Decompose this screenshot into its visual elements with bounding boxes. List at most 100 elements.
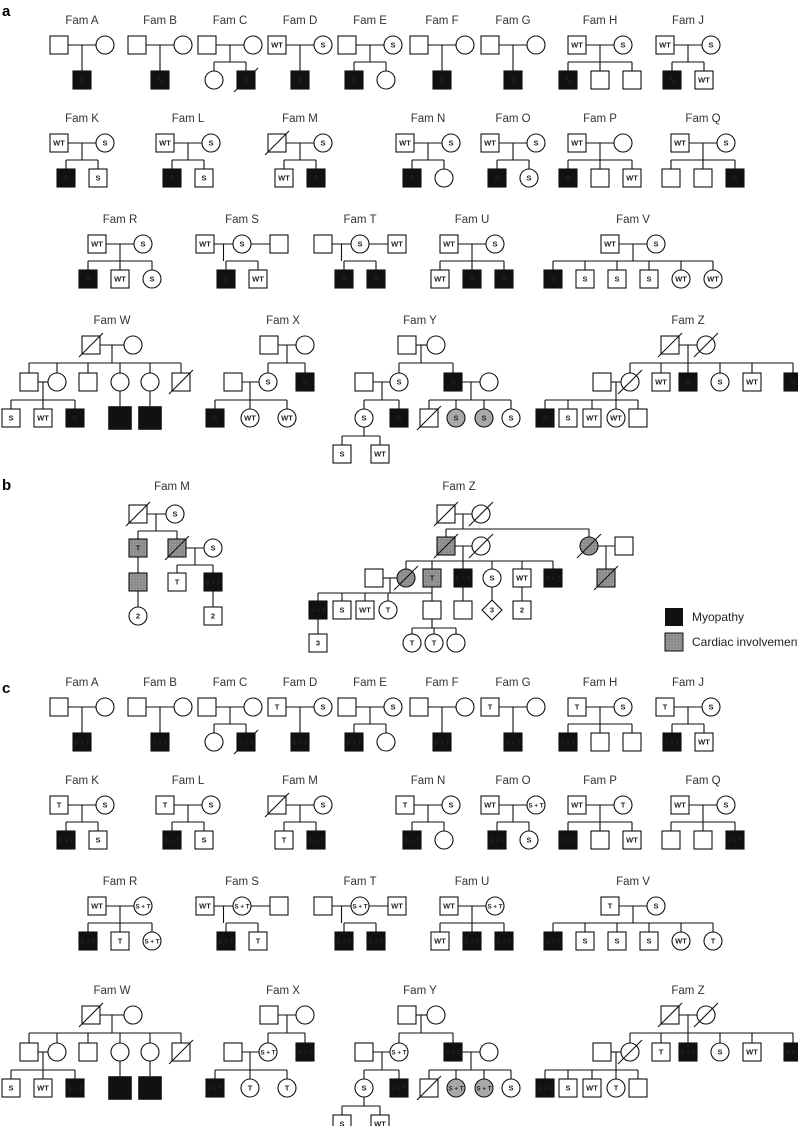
genotype-label: S + T	[392, 1050, 407, 1057]
genotype-label: S	[373, 275, 378, 284]
panel-label-c: c	[2, 680, 10, 697]
genotype-label: T	[256, 937, 261, 946]
family-label: Fam M	[282, 113, 318, 125]
family-label: Fam W	[93, 985, 130, 997]
family-label: Fam J	[672, 15, 704, 27]
genotype-label: S	[565, 174, 570, 183]
male-symbol	[661, 168, 681, 188]
genotype-label: S + T	[136, 904, 151, 911]
genotype-label: S	[732, 174, 737, 183]
female-symbol	[613, 795, 633, 815]
genotype-label: S	[717, 378, 722, 387]
genotype-label: S	[390, 703, 395, 712]
male-symbol	[622, 830, 642, 850]
female-symbol	[526, 795, 546, 815]
female-symbol	[240, 408, 260, 428]
genotype-label: WT	[484, 139, 496, 148]
male-symbol	[337, 697, 357, 717]
genotype-label: WT	[391, 902, 403, 911]
genotype-label: S + T	[497, 939, 512, 946]
genotype-label: S	[320, 801, 325, 810]
genotype-label: WT	[571, 139, 583, 148]
male-symbol	[430, 931, 450, 951]
female-symbol	[232, 234, 252, 254]
genotype-label: S	[646, 275, 651, 284]
genotype-label: WT	[374, 450, 386, 459]
genotype-label: S	[140, 240, 145, 249]
genotype-label: S + T	[235, 904, 250, 911]
genotype-label: T	[663, 703, 668, 712]
male-symbol	[480, 35, 500, 55]
male-symbol	[49, 35, 69, 55]
male-symbol	[332, 444, 352, 464]
connector-line	[468, 501, 494, 527]
male-symbol	[56, 168, 76, 188]
family-label: Fam O	[495, 113, 530, 125]
female-symbol	[47, 1042, 67, 1062]
family-label: Fam Q	[685, 113, 720, 125]
male-symbol	[49, 697, 69, 717]
genotype-label: S	[469, 275, 474, 284]
male-symbol	[592, 1042, 612, 1062]
female-symbol	[277, 408, 297, 428]
genotype-label: S	[208, 139, 213, 148]
family-label: Fam D	[283, 15, 318, 27]
genotype-label: S + T	[392, 1086, 407, 1093]
genotype-label: S	[8, 414, 13, 423]
female-symbol	[441, 795, 461, 815]
female-symbol	[95, 697, 115, 717]
genotype-label: S	[439, 76, 444, 85]
genotype-label: S	[339, 450, 344, 459]
genotype-label: S	[669, 76, 674, 85]
pedigree-fam-g: Fam GS	[480, 15, 546, 90]
female-symbol	[110, 372, 130, 392]
male-symbol	[558, 168, 578, 188]
male-symbol	[366, 269, 386, 289]
male-symbol	[639, 269, 659, 289]
genotype-label: 2	[211, 612, 215, 621]
genotype-label: WT	[604, 240, 616, 249]
female-symbol	[389, 372, 409, 392]
male-symbol	[223, 372, 243, 392]
male-symbol	[543, 931, 563, 951]
genotype-label: WT	[114, 275, 126, 284]
male-symbol	[155, 795, 175, 815]
male-symbol	[395, 133, 415, 153]
family-label: Fam A	[65, 15, 99, 27]
genotype-label: S	[169, 174, 174, 183]
male-symbol	[600, 896, 620, 916]
male-symbol	[567, 133, 587, 153]
genotype-label: S	[361, 1084, 366, 1093]
genotype-label: WT	[571, 41, 583, 50]
male-symbol	[150, 70, 170, 90]
male-symbol	[503, 732, 523, 752]
genotype-label: S + T	[337, 939, 352, 946]
male-symbol	[197, 697, 217, 717]
family-label: Fam S	[225, 214, 259, 226]
genotype-label: WT	[675, 937, 687, 946]
male-symbol	[78, 269, 98, 289]
male-symbol	[480, 697, 500, 717]
genotype-label: S + T	[538, 1086, 553, 1093]
genotype-label: S	[620, 41, 625, 50]
male-symbol	[389, 1078, 409, 1098]
male-symbol	[567, 697, 587, 717]
male-symbol	[389, 408, 409, 428]
male-symbol	[344, 732, 364, 752]
genotype-label: S	[201, 836, 206, 845]
female-symbol	[383, 35, 403, 55]
genotype-label: T	[432, 639, 437, 648]
genotype-label: WT	[443, 902, 455, 911]
female-symbol	[133, 234, 153, 254]
family-label: Fam N	[411, 113, 446, 125]
